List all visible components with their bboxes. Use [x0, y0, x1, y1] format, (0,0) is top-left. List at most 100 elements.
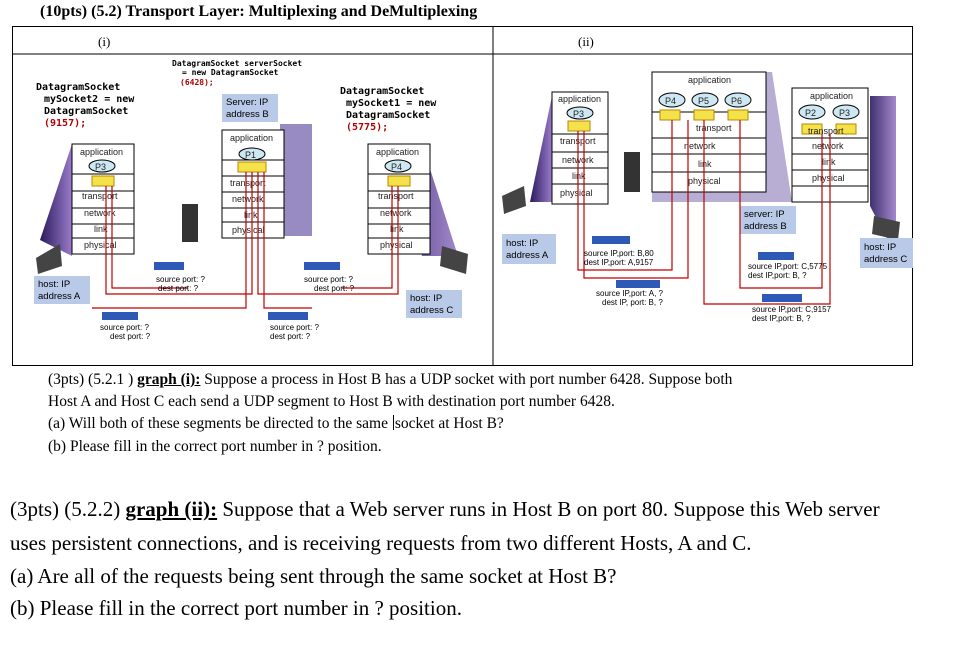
client-c-code-2: mySocket1 = new [346, 98, 437, 109]
c-layer-app: application [376, 147, 419, 157]
q2-line2: uses persistent connections, and is rece… [10, 531, 752, 555]
q1-prefix: (3pts) (5.2.1 ) [48, 371, 138, 388]
b-layer-transport: transport [230, 178, 266, 188]
q1-part-b: (b) Please fill in the correct port numb… [48, 438, 382, 455]
c2-layer-app: application [810, 91, 853, 101]
seg4-dst: dest IP,port: B, ? [752, 314, 811, 323]
b-layer-link: link [244, 210, 258, 220]
laptop-a2-icon [502, 186, 526, 214]
server-code-3: (6428); [180, 78, 214, 87]
seg-b-c-dst: dest port: ? [270, 332, 311, 341]
b2-layer-app: application [688, 75, 731, 85]
section-heading: (10pts) (5.2) Transport Layer: Multiplex… [40, 3, 478, 20]
client-c-code-4: (5775); [346, 122, 388, 133]
q2-part-a: (a) Are all of the requests being sent t… [10, 564, 617, 588]
a-proc: P3 [95, 162, 106, 172]
a-layer-transport: transport [82, 191, 118, 201]
c2-layer-link: link [822, 157, 836, 167]
c-layer-physical: physical [380, 240, 413, 250]
seg-b-c-src: source port: ? [270, 323, 319, 332]
seg-b-a-dst: dest port: ? [110, 332, 151, 341]
b2-layer-network: network [684, 141, 716, 151]
q2-rest: Suppose that a Web server runs in Host B… [217, 497, 880, 521]
server-b2-label-1: server: IP [744, 209, 785, 220]
q1-rest: Suppose a process in Host B has a UDP so… [200, 371, 733, 388]
c-layer-link: link [390, 224, 404, 234]
seg-c-dst: dest port: ? [314, 284, 355, 293]
q2-graph-label: graph (ii): [125, 497, 218, 521]
a2-layer-physical: physical [560, 188, 593, 198]
c-proc: P4 [391, 162, 402, 172]
client-c-code-1: DatagramSocket [340, 86, 424, 97]
seg1-src: source IP,port: B,80 [584, 249, 654, 258]
b2-proc-1: P4 [665, 96, 676, 106]
c2-layer-network: network [812, 141, 844, 151]
b-proc: P1 [245, 150, 256, 160]
col-label-i: (i) [98, 34, 110, 49]
seg3-dst: dest IP,port: B, ? [748, 271, 807, 280]
server-code-2: = new DatagramSocket [182, 68, 279, 77]
seg2-dst: dest IP, port: B, ? [602, 298, 663, 307]
a2-layer-app: application [558, 94, 601, 104]
seg4-src: source IP,port: C,9157 [752, 305, 832, 314]
seg2-src: source IP,port: A, ? [596, 289, 664, 298]
server-code-1: DatagramSocket serverSocket [172, 59, 302, 68]
c2-layer-transport: transport [808, 126, 844, 136]
laptop-c-icon [440, 246, 468, 274]
b2-proc-2: P5 [698, 96, 709, 106]
host-a-label-2: address A [38, 291, 81, 302]
server-tower-icon [182, 204, 198, 242]
b2-proc-3: P6 [731, 96, 742, 106]
a-layer-network: network [84, 208, 116, 218]
q1-intro: (3pts) (5.2.1 ) graph (i): Suppose a pro… [48, 371, 732, 389]
b-layer-network: network [232, 194, 264, 204]
q1-a-after: socket at Host B? [394, 415, 504, 432]
q2-part-b: (b) Please fill in the correct port numb… [10, 596, 462, 620]
server-tower-ii-icon [624, 152, 640, 192]
a2-proc: P3 [573, 109, 584, 119]
server-b-label-2: address B [226, 109, 269, 120]
q2-prefix: (3pts) (5.2.2) [10, 497, 126, 521]
c2-layer-physical: physical [812, 173, 845, 183]
q1-graph-label: graph (i): [137, 371, 201, 388]
seg3-src: source IP,port: C,5775 [748, 262, 828, 271]
q1-a-before: (a) Will both of these segments be direc… [48, 415, 392, 432]
a-layer-app: application [80, 147, 123, 157]
seg-a-dst: dest port: ? [158, 284, 199, 293]
b-layer-app: application [230, 133, 273, 143]
seg-b-a-src: source port: ? [100, 323, 149, 332]
host-c-label-2: address C [410, 305, 453, 316]
server-b-label-1: Server: IP [226, 97, 268, 108]
server-b2-label-2: address B [744, 221, 787, 232]
b2-layer-transport: transport [696, 123, 732, 133]
client-a-code-4: (9157); [44, 118, 86, 129]
client-a-code-2: mySocket2 = new [44, 94, 135, 105]
seg1-dst: dest IP,port: A,9157 [584, 258, 654, 267]
seg-c-src: source port: ? [304, 275, 353, 284]
host-c2-label-1: host: IP [864, 242, 896, 253]
host-c2-label-2: address C [864, 254, 907, 265]
client-a-code-1: DatagramSocket [36, 82, 120, 93]
b2-layer-link: link [698, 159, 712, 169]
col-label-ii: (ii) [578, 34, 594, 49]
host-a2-label-1: host: IP [506, 238, 538, 249]
c-layer-network: network [380, 208, 412, 218]
client-a-code-3: DatagramSocket [44, 106, 128, 117]
b-layer-physical: physical [232, 225, 265, 235]
host-a-label-1: host: IP [38, 279, 70, 290]
a2-layer-link: link [572, 171, 586, 181]
c-layer-transport: transport [378, 191, 414, 201]
figure-canvas: (i) (ii) DatagramSocket serverSocket = n… [12, 26, 913, 366]
q2-intro: (3pts) (5.2.2) graph (ii): Suppose that … [10, 497, 880, 522]
q1-part-a: (a) Will both of these segments be direc… [48, 415, 504, 433]
c2-proc-1: P2 [805, 108, 816, 118]
a-layer-physical: physical [84, 240, 117, 250]
a-layer-link: link [94, 224, 108, 234]
laptop-a-icon [36, 244, 62, 274]
host-a2-label-2: address A [506, 250, 549, 261]
figure-table: (i) (ii) DatagramSocket serverSocket = n… [12, 26, 913, 366]
q1-line2: Host A and Host C each send a UDP segmen… [48, 393, 615, 410]
seg-a-src: source port: ? [156, 275, 205, 284]
client-c-code-3: DatagramSocket [346, 110, 430, 121]
c2-proc-2: P3 [839, 108, 850, 118]
